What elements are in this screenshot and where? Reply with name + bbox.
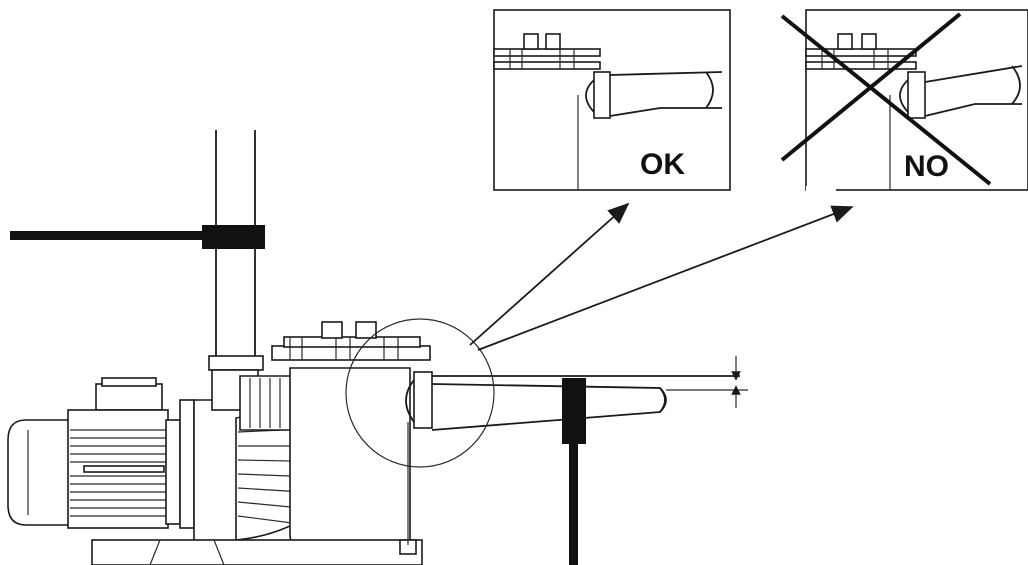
ok-inset-panel: OK [493,9,731,191]
alignment-dimension-marker [666,356,748,408]
pump-lid [271,321,431,361]
pump-motor-icon [7,377,195,529]
pump-housing [91,367,423,565]
vertical-pipe [208,130,264,371]
cross-out-mark-icon [780,12,992,186]
callout-arrows [469,202,854,351]
no-label: NO [904,150,949,183]
no-inset-panel: NO [780,9,1028,192]
ok-label: OK [640,148,685,181]
suction-pipe [405,371,740,545]
vertical-pipe-support [562,378,586,565]
horizontal-pipe-support [10,225,265,249]
magnifier-circle-icon [345,318,495,468]
